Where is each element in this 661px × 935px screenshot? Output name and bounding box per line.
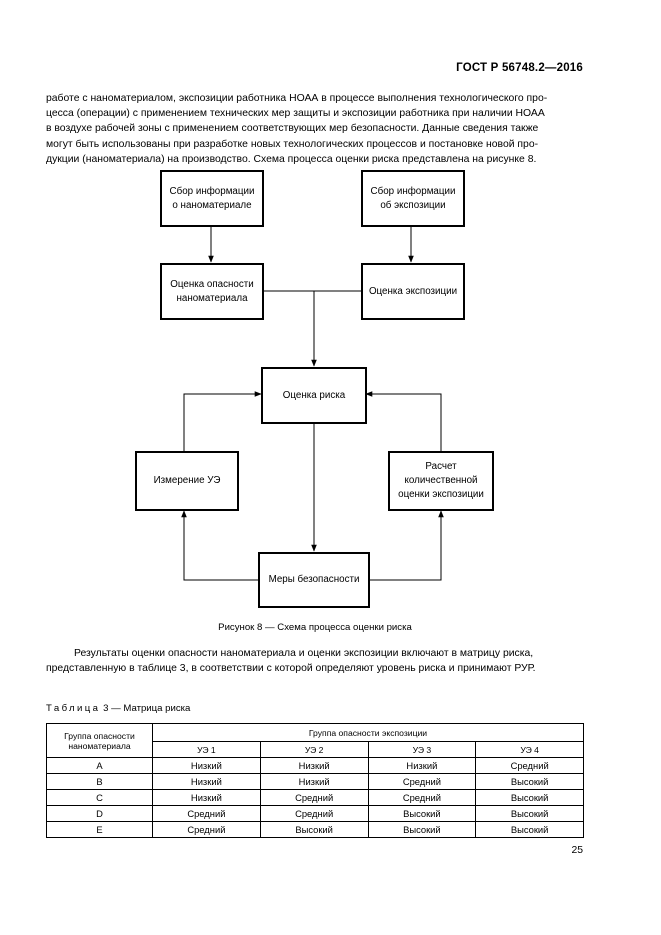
risk-cell: Средний xyxy=(259,805,369,822)
table-label: Таблица xyxy=(46,703,101,714)
risk-cell: Высокий xyxy=(367,821,477,838)
intro-paragraph: работе с наноматериалом, экспозиции рабо… xyxy=(46,91,584,167)
risk-cell: Низкий xyxy=(367,757,477,774)
risk-cell: Высокий xyxy=(475,805,584,822)
table-row: A Низкий Низкий Низкий Средний xyxy=(46,757,584,774)
row-group: A xyxy=(46,757,153,774)
risk-cell: Низкий xyxy=(152,789,261,806)
paragraph-line: представленную в таблице 3, в соответств… xyxy=(46,663,536,675)
row-group: B xyxy=(46,773,153,790)
paragraph-line: работе с наноматериалом, экспозиции рабо… xyxy=(46,93,548,104)
arrow-safety-to-measure xyxy=(181,510,258,581)
figure-caption: Рисунок 8 — Схема процесса оценки риска xyxy=(218,622,412,633)
risk-cell: Высокий xyxy=(259,821,369,838)
table-title-text: 3 — Матрица риска xyxy=(103,703,191,714)
header-hazard-group: Группа опасности наноматериала xyxy=(46,723,153,758)
table-row: D Средний Средний Высокий Высокий xyxy=(46,805,584,822)
arrow-safety-to-calc xyxy=(370,510,444,581)
risk-cell: Низкий xyxy=(259,773,369,790)
row-group: C xyxy=(46,789,153,806)
risk-cell: Средний xyxy=(367,789,477,806)
risk-cell: Низкий xyxy=(152,773,261,790)
table-row: C Низкий Средний Средний Высокий xyxy=(46,789,584,806)
risk-cell: Средний xyxy=(367,773,477,790)
risk-matrix-table: Группа опасности наноматериала Группа оп… xyxy=(46,723,584,838)
risk-cell: Средний xyxy=(152,821,261,838)
box-exposure-assessment: Оценка экспозиции xyxy=(361,263,465,320)
header-ue-level: УЭ 3 xyxy=(367,741,477,758)
table-title: Таблица 3 — Матрица риска xyxy=(46,703,190,714)
header-exposure-group: Группа опасности экспозиции xyxy=(152,723,584,742)
risk-cell: Высокий xyxy=(475,789,584,806)
header-ue-level: УЭ 4 xyxy=(475,741,584,758)
risk-cell: Высокий xyxy=(475,773,584,790)
paragraph-line: цесса (операции) с применением техническ… xyxy=(46,108,545,120)
risk-cell: Низкий xyxy=(259,757,369,774)
risk-cell: Высокий xyxy=(475,821,584,838)
document-header: ГОСТ Р 56748.2—2016 xyxy=(456,62,583,74)
arrow-calc-to-risk xyxy=(365,391,442,451)
risk-cell: Низкий xyxy=(152,757,261,774)
risk-cell: Средний xyxy=(259,789,369,806)
row-group: D xyxy=(46,805,153,822)
results-paragraph: Результаты оценки опасности наноматериал… xyxy=(46,646,584,676)
box-measure-ue: Измерение УЭ xyxy=(135,451,239,511)
paragraph-line: Результаты оценки опасности наноматериал… xyxy=(74,648,534,659)
paragraph-line: могут быть использованы при разработке н… xyxy=(46,138,539,150)
box-risk-assessment: Оценка риска xyxy=(261,367,367,424)
risk-cell: Высокий xyxy=(367,805,477,822)
box-safety-measures: Меры безопасности xyxy=(258,552,370,608)
header-ue-level: УЭ 2 xyxy=(259,741,369,758)
risk-cell: Средний xyxy=(475,757,584,774)
paragraph-line: в воздухе рабочей зоны с применением соо… xyxy=(46,123,539,135)
risk-cell: Средний xyxy=(152,805,261,822)
paragraph-line: дукции (наноматериала) на производство. … xyxy=(46,153,537,165)
arrow-measure-to-risk xyxy=(183,391,262,451)
row-group: E xyxy=(46,821,153,838)
page-number: 25 xyxy=(571,845,583,856)
header-ue-level: УЭ 1 xyxy=(152,741,261,758)
table-row: B Низкий Низкий Средний Высокий xyxy=(46,773,584,790)
table-row: E Средний Высокий Высокий Высокий xyxy=(46,821,584,838)
